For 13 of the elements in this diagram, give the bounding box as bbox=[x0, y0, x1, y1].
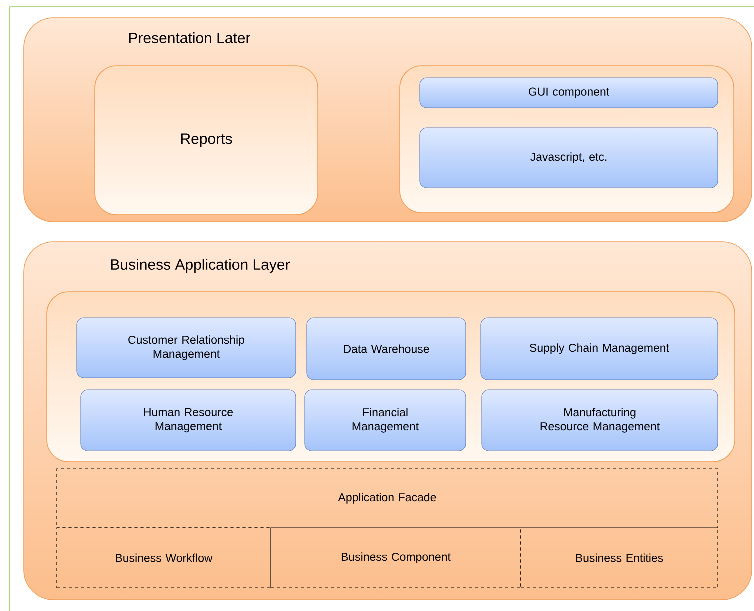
dashed-box: Business Workflow bbox=[56, 528, 272, 588]
module-box: Human Resource Management bbox=[80, 390, 296, 452]
module-box: Data Warehouse bbox=[306, 318, 466, 380]
dashed-box: Business Component bbox=[270, 528, 522, 588]
module-box: Supply Chain Management bbox=[480, 318, 718, 380]
module-box: GUI component bbox=[420, 78, 718, 108]
dashed-box: Business Entities bbox=[520, 528, 718, 588]
module-box: Customer Relationship Management bbox=[76, 318, 296, 378]
dashed-box: Application Facade bbox=[56, 468, 718, 528]
module-box: Financial Management bbox=[304, 390, 466, 452]
panel-label: Reports bbox=[94, 66, 318, 216]
module-box: Manufacturing Resource Management bbox=[482, 390, 718, 452]
module-box: Javascript, etc. bbox=[420, 128, 718, 188]
